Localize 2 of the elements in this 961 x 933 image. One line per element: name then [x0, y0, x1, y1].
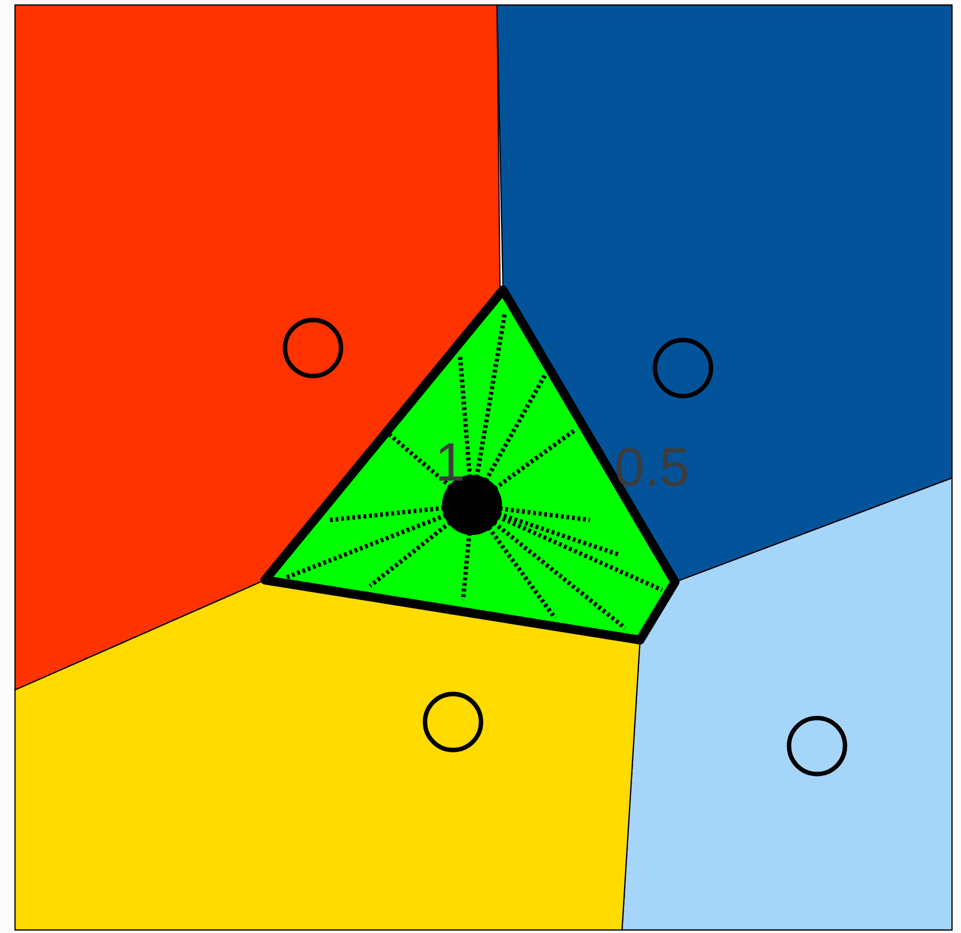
value-label: 0.5 — [616, 448, 688, 486]
value-label: 1 — [439, 443, 462, 481]
